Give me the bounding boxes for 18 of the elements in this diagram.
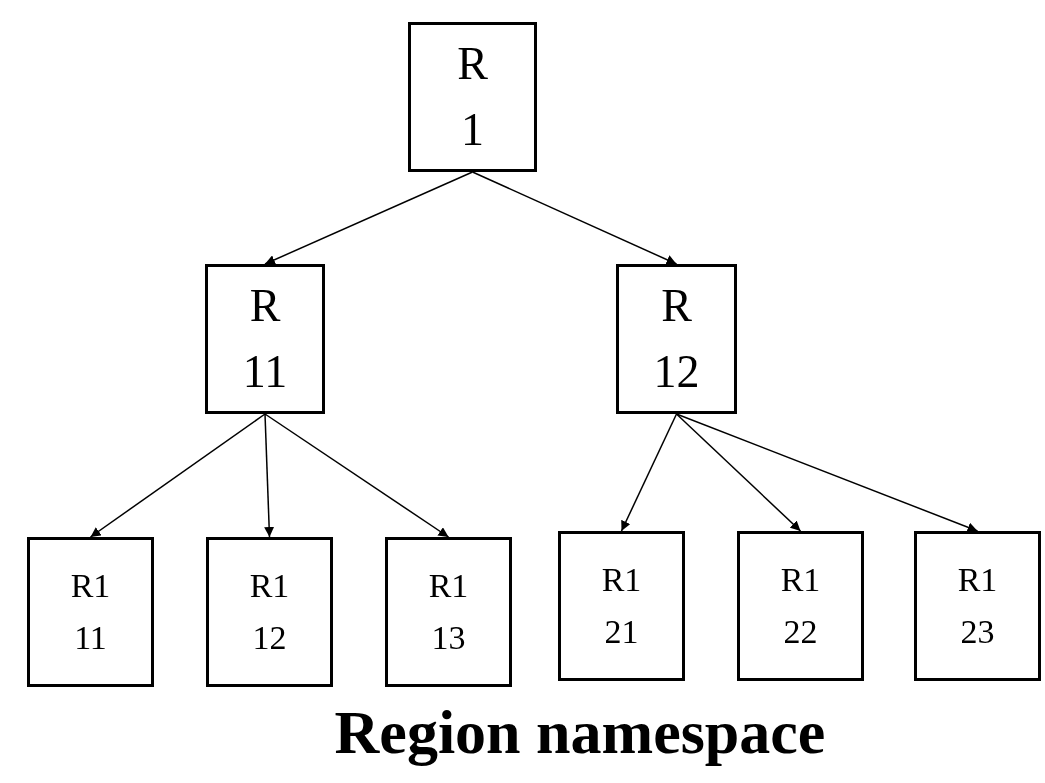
arrow: [89, 413, 266, 538]
arrow: [675, 413, 979, 533]
region-box: R1 11: [27, 537, 154, 687]
arrow: [675, 413, 802, 532]
region-box: R 12: [616, 264, 737, 414]
arrow: [264, 413, 450, 538]
region-box: R1 22: [737, 531, 864, 681]
arrow: [264, 413, 275, 538]
region-box: R 11: [205, 264, 325, 414]
region-box: R1 21: [558, 531, 685, 681]
region-box: R1 12: [206, 537, 333, 687]
arrow: [620, 413, 678, 532]
region-box: R1 13: [385, 537, 512, 687]
region-box: R1 23: [914, 531, 1041, 681]
title: Region namespace: [333, 697, 827, 768]
arrow: [264, 171, 474, 265]
region-box: R 1: [408, 22, 537, 172]
arrow: [471, 171, 678, 265]
